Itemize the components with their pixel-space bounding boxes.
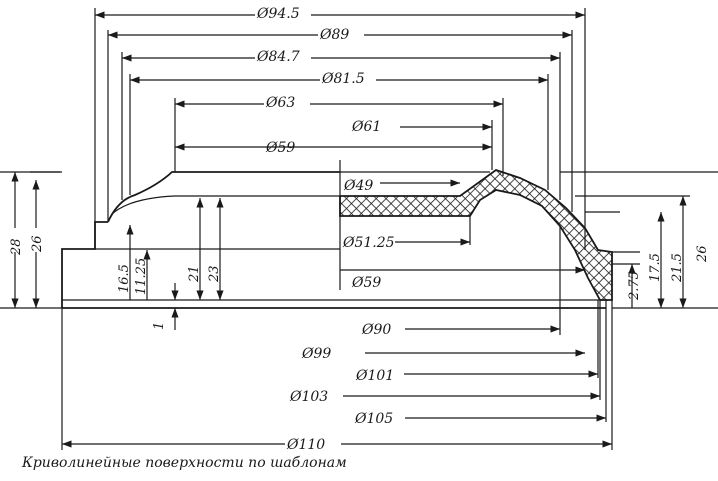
label-d101: Ø101 [355, 368, 394, 384]
label-h26-left: 26 [30, 235, 45, 253]
label-d89: Ø89 [319, 27, 349, 43]
label-d99: Ø99 [301, 346, 331, 362]
label-d81-5: Ø81.5 [321, 71, 365, 87]
label-d59-mid: Ø59 [351, 275, 381, 291]
label-d105: Ø105 [354, 411, 393, 427]
label-h1: 1 [152, 322, 167, 330]
label-d110: Ø110 [286, 437, 325, 453]
label-h16-5: 16.5 [117, 264, 132, 293]
label-h28: 28 [9, 238, 24, 256]
label-h17-5: 17.5 [648, 253, 663, 282]
label-d61: Ø61 [351, 119, 381, 135]
label-h2-75: 2.75 [627, 271, 642, 301]
diameter-labels: Ø94.5 Ø89 Ø84.7 Ø81.5 Ø63 Ø61 Ø59 Ø49 Ø5… [255, 5, 395, 453]
label-h11-25: 11.25 [134, 258, 149, 295]
height-labels: 28 26 16.5 11.25 21 23 1 2.75 17.5 21.5 … [6, 228, 710, 330]
label-d94-5: Ø94.5 [256, 6, 300, 22]
label-d49: Ø49 [343, 178, 373, 194]
figure-caption: Криволинейные поверхности по шаблонам [22, 455, 347, 471]
label-d84-7: Ø84.7 [256, 49, 300, 65]
label-h26-right: 26 [695, 245, 710, 263]
label-h23: 23 [207, 265, 222, 283]
label-h21: 21 [187, 265, 202, 283]
label-d90: Ø90 [361, 322, 391, 338]
label-d51-25: Ø51.25 [342, 235, 395, 251]
label-d59-top: Ø59 [265, 140, 295, 156]
label-h21-5: 21.5 [670, 253, 685, 283]
label-d63: Ø63 [265, 95, 295, 111]
diameter-dimensions [61, 8, 613, 450]
label-d103: Ø103 [289, 389, 328, 405]
